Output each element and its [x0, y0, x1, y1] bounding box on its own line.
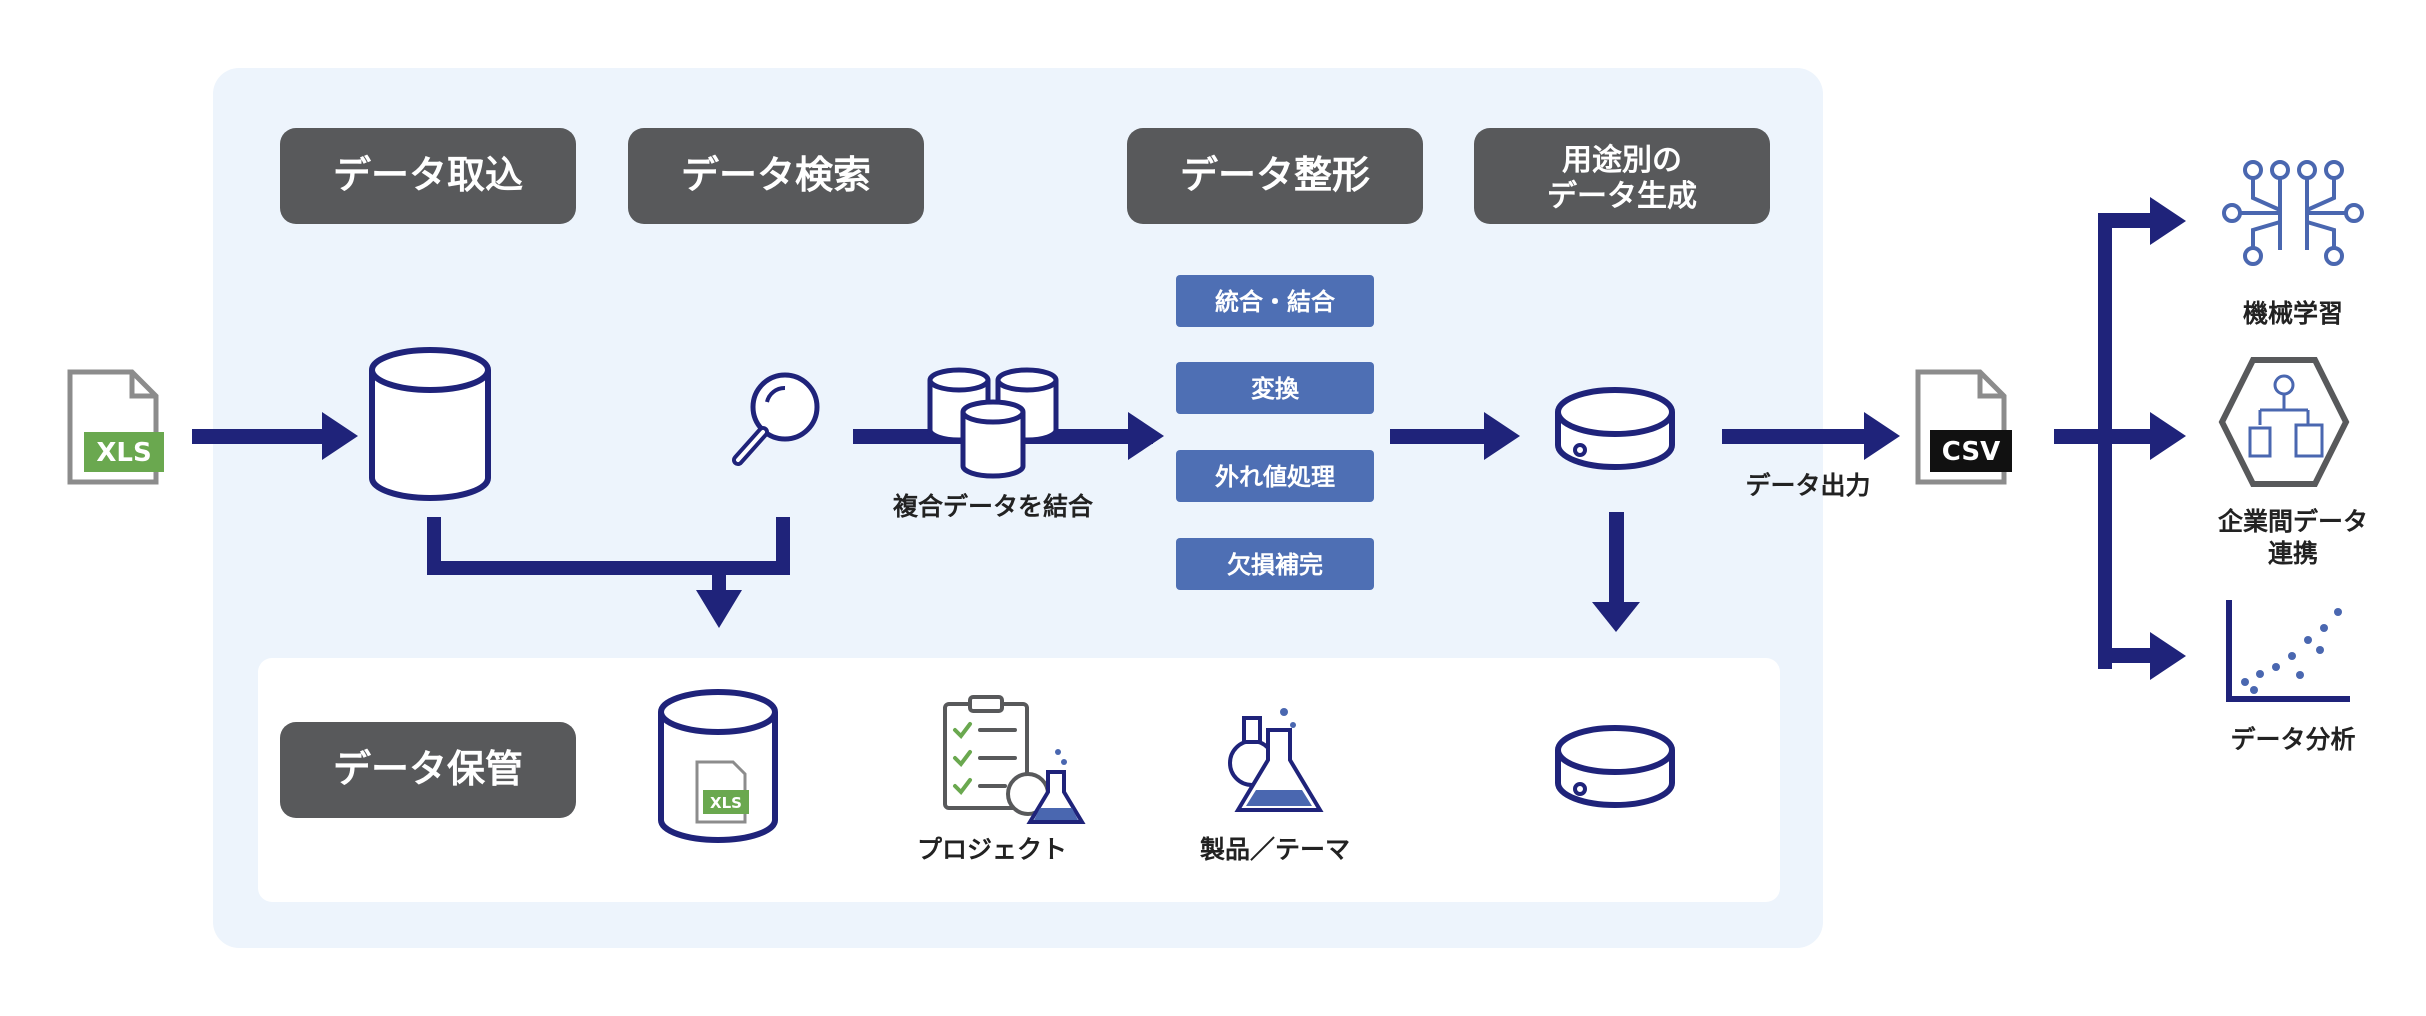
- shaping-step: 統合・結合: [1176, 275, 1374, 327]
- neural-circuit-icon: [2222, 160, 2364, 266]
- shaping-step: 欠損補完: [1176, 538, 1374, 590]
- arrow-disk-down-head: [1592, 602, 1640, 632]
- stage-search: データ検索: [628, 128, 924, 224]
- flasks-icon: [1228, 708, 1324, 812]
- product-label: 製品／テーマ: [1199, 835, 1350, 864]
- checklist-flask-icon: [943, 695, 1086, 824]
- arrow-input-to-db-head: [322, 412, 358, 460]
- arrow-shaping-to-disk: [1390, 429, 1490, 444]
- combine-label: 複合データを結合: [893, 492, 1094, 521]
- stage-shaping-label: データ整形: [1180, 153, 1370, 197]
- stored-disk-icon: [1555, 725, 1675, 808]
- connector-db-down: [427, 517, 441, 573]
- arrow-branch-to-ml: [2098, 213, 2156, 228]
- storage-disk-icon: [1555, 387, 1675, 470]
- shaping-step-label: 外れ値処理: [1215, 463, 1335, 491]
- shaping-step-label: 変換: [1251, 375, 1300, 403]
- csv-file-icon: CSV: [1915, 369, 2012, 485]
- shaping-step: 変換: [1176, 362, 1374, 414]
- stage-generate: 用途別の データ生成: [1474, 128, 1770, 224]
- arrow-branch-to-analysis-head: [2150, 632, 2186, 680]
- shaping-step: 外れ値処理: [1176, 450, 1374, 502]
- xls-file-icon: XLS: [67, 369, 164, 485]
- b2b-label-line1: 企業間データ: [2218, 507, 2368, 536]
- stage-shaping: データ整形: [1127, 128, 1423, 224]
- xls-badge: XLS: [96, 438, 151, 468]
- company-network-hexagon-icon: [2218, 357, 2350, 487]
- connector-search-down: [776, 517, 790, 573]
- arrow-to-csv: [1722, 429, 1870, 444]
- stage-generate-label-line1: 用途別の: [1562, 143, 1682, 178]
- stage-storage: データ保管: [280, 722, 576, 818]
- arrow-disk-down: [1609, 512, 1624, 608]
- arrow-combine-to-shaping-head: [1128, 412, 1164, 460]
- arrow-branch-to-analysis: [2098, 648, 2156, 663]
- magnifier-icon: [732, 372, 820, 466]
- stored-xls-badge: XLS: [710, 794, 742, 812]
- stage-generate-label-line2: データ生成: [1547, 179, 1697, 214]
- scatter-plot-icon: [2226, 600, 2350, 702]
- stage-import-label: データ取込: [333, 153, 523, 197]
- arrow-input-to-db: [192, 429, 328, 444]
- branch-vertical: [2098, 213, 2112, 669]
- arrow-shaping-to-disk-head: [1484, 412, 1520, 460]
- stage-storage-label: データ保管: [333, 747, 523, 791]
- analysis-label: データ分析: [2230, 725, 2355, 754]
- shaping-step-label: 欠損補完: [1227, 551, 1323, 579]
- stage-import: データ取込: [280, 128, 576, 224]
- multiple-databases-icon: [927, 367, 1059, 479]
- arrow-to-csv-head: [1864, 412, 1900, 460]
- arrow-branch-to-ml-head: [2150, 197, 2186, 245]
- connector-bottom-bar: [427, 561, 790, 575]
- arrow-to-storage-head: [696, 590, 742, 628]
- output-label: データ出力: [1745, 471, 1870, 500]
- shaping-step-label: 統合・結合: [1215, 288, 1336, 316]
- connector-to-storage: [712, 561, 726, 597]
- database-icon: [369, 347, 491, 501]
- project-label: プロジェクト: [917, 835, 1067, 864]
- b2b-label-line2: 連携: [2268, 539, 2318, 568]
- ml-label: 機械学習: [2243, 299, 2343, 328]
- arrow-csv-to-b2b-head: [2150, 412, 2186, 460]
- stored-database-icon: XLS: [658, 689, 778, 843]
- stage-search-label: データ検索: [681, 153, 871, 197]
- csv-badge: CSV: [1942, 437, 2000, 467]
